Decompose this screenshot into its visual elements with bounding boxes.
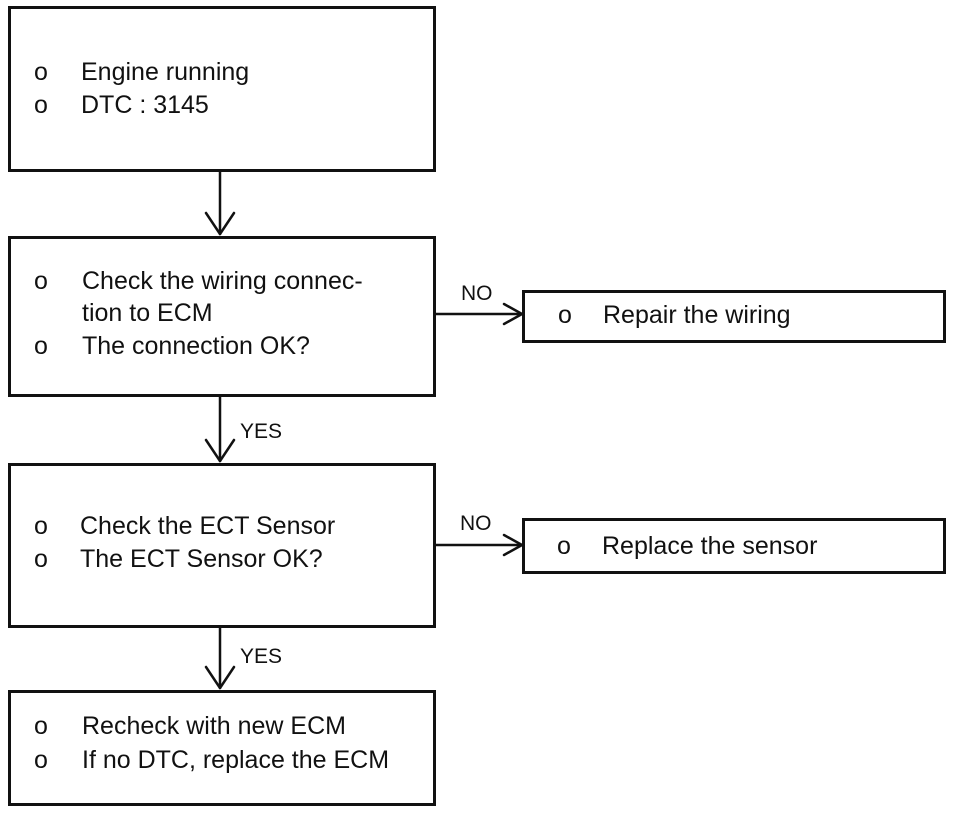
bullet: o [34, 91, 48, 119]
bullet: o [34, 267, 48, 295]
step-4-box: o Recheck with new ECM o If no DTC, repl… [8, 690, 436, 806]
arrowhead-step3-to-step4 [204, 665, 236, 690]
no-label: NO [460, 512, 492, 535]
bullet: o [34, 545, 48, 573]
step-1-box: o Engine running o DTC : 3145 [8, 6, 436, 172]
yes-label: YES [240, 420, 283, 443]
bullet: o [34, 746, 48, 774]
action-replace-box: o Replace the sensor [522, 518, 946, 574]
step-2-box: o Check the wiring connec- tion to ECM o… [8, 236, 436, 397]
no-label: NO [461, 282, 493, 305]
bullet: o [34, 58, 48, 86]
arrowhead-step2-to-step3 [204, 438, 236, 463]
bullet: o [557, 532, 571, 560]
arrowhead-step1-to-step2 [204, 211, 236, 236]
bullet: o [34, 332, 48, 360]
bullet: o [558, 301, 572, 329]
bullet: o [34, 512, 48, 540]
yes-label: YES [240, 645, 283, 668]
step-3-box: o Check the ECT Sensor o The ECT Sensor … [8, 463, 436, 628]
bullet: o [34, 712, 48, 740]
action-repair-box: o Repair the wiring [522, 290, 946, 343]
